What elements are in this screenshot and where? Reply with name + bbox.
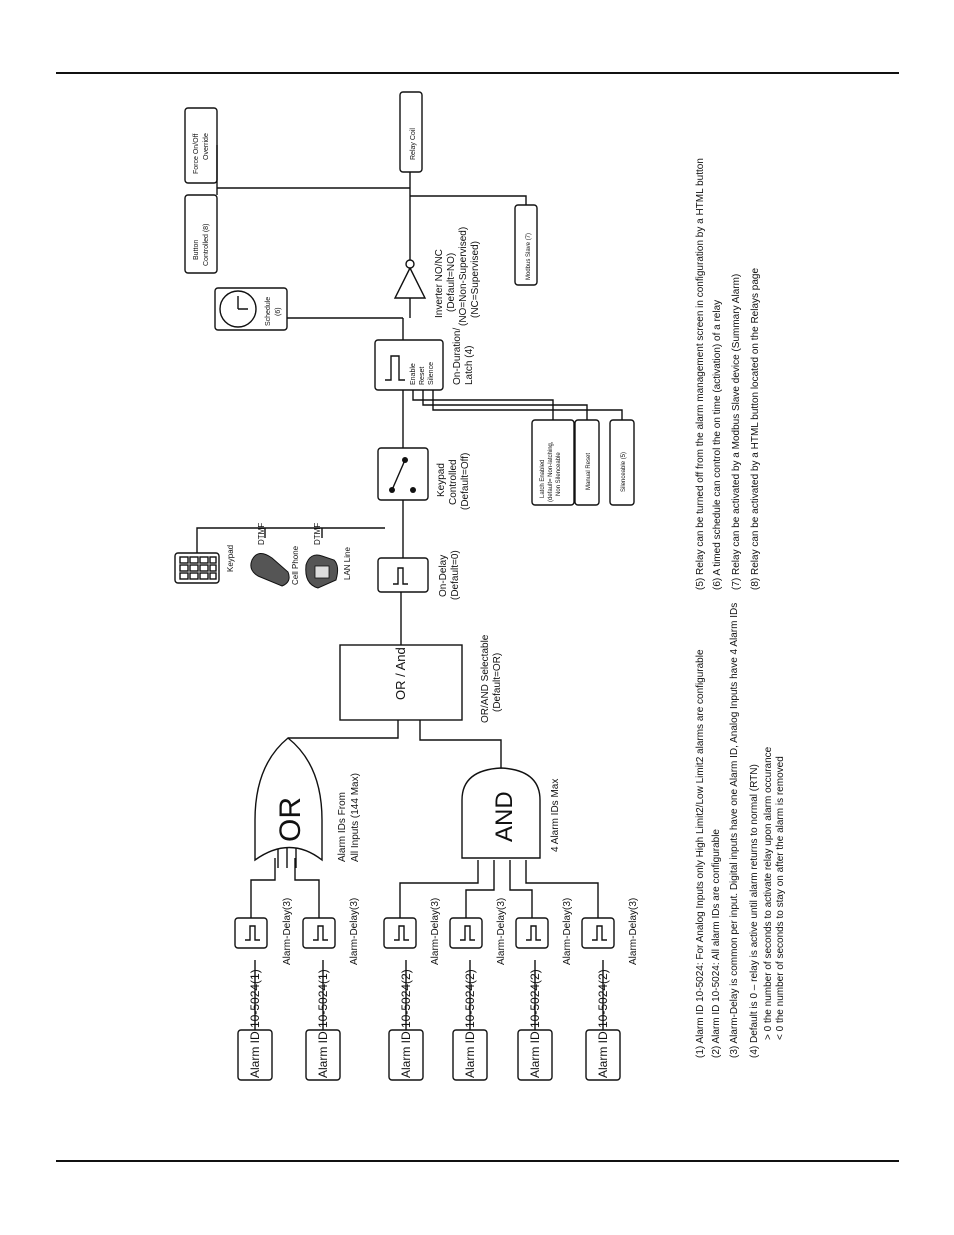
relay-coil: Relay Coil xyxy=(399,91,423,173)
top-rule xyxy=(56,72,899,74)
force-override-line: Override xyxy=(203,133,210,160)
footnote: (5) Relay can be turned off from the ala… xyxy=(695,158,706,590)
latch-option-manual-reset: Manual Reset xyxy=(574,419,600,506)
or-and-selectable-box: OR / And OR/AND Selectable (Default=OR) xyxy=(339,634,503,723)
alarm-delay-2: Alarm-Delay(3) xyxy=(302,898,360,965)
latch-caption-line: Latch (4) xyxy=(464,346,475,385)
latch-option-line: Latch Enabled xyxy=(540,460,546,498)
footnote: (4) Default is 0 – relay is active until… xyxy=(749,764,760,1058)
cell-phone-input: DTMF Cell Phone xyxy=(250,523,300,587)
alarm-delay-label: Alarm-Delay(3) xyxy=(628,898,639,965)
schedule-input: Schedule (6) xyxy=(214,287,288,331)
schedule-label-line: Schedule xyxy=(265,297,272,326)
alarm-delay-6: Alarm-Delay(3) xyxy=(581,898,639,965)
lan-line-input: DTMF LAN Line xyxy=(305,523,352,589)
force-override-input: Force On/Off Override xyxy=(184,107,218,184)
cell-phone-icon xyxy=(250,553,290,587)
latch-line: Reset xyxy=(419,367,426,385)
alarm-delay-label: Alarm-Delay(3) xyxy=(430,898,441,965)
latch-option-line: Silenceable (5) xyxy=(621,452,627,492)
bottom-rule xyxy=(56,1160,899,1162)
footnote: (8) Relay can be activated by a HTML but… xyxy=(750,268,761,590)
inverter-caption-line: (NC=Supervised) xyxy=(470,241,481,318)
or-and-caption-line: OR/AND Selectable xyxy=(480,634,491,723)
latch-option-line: (default= Non-latching, xyxy=(548,441,554,502)
on-delay-box: On-Delay (Default=0) xyxy=(377,550,461,600)
and-gate-label: AND xyxy=(491,791,518,842)
force-override-line: Force On/Off xyxy=(193,134,200,174)
button-controlled-line: Controlled (8) xyxy=(203,224,210,266)
latch-caption-line: On-Duration/ xyxy=(452,328,463,385)
button-controlled-input: Button Controlled (8) xyxy=(184,194,218,274)
inverter-caption-line: Inverter NO/NC xyxy=(434,249,445,318)
latch-option-latch-enabled: Latch Enabled (default= Non-latching, No… xyxy=(531,419,575,506)
alarm-delay-4: Alarm-Delay(3) xyxy=(449,898,507,965)
footnote: > 0 the number of seconds to activate re… xyxy=(763,746,774,1040)
dtmf-label: DTMF xyxy=(257,523,266,545)
inverter-caption-line: (NO=Non-Supervised) xyxy=(458,227,469,326)
alarm-delay-label: Alarm-Delay(3) xyxy=(562,898,573,965)
relay-coil-label: Relay Coil xyxy=(410,128,417,160)
on-delay-caption-line: (Default=0) xyxy=(450,550,461,600)
latch-box: Enable Reset Silence On-Duration/ Latch … xyxy=(374,328,475,391)
footnote: (2) Alarm ID 10-5024: All alarm IDs are … xyxy=(711,829,722,1058)
or-gate-label: OR xyxy=(274,797,307,842)
lan-line-label: LAN Line xyxy=(343,547,352,580)
dtmf-label: DTMF xyxy=(313,523,322,545)
latch-line: Silence xyxy=(428,362,435,385)
alarm-delay-label: Alarm-Delay(3) xyxy=(282,898,293,965)
footnote: (7) Relay can be activated by a Modbus S… xyxy=(731,274,742,590)
inverter-caption-line: (Default=NO) xyxy=(446,253,457,312)
keypad-switch-caption-line: Keypad xyxy=(436,463,447,497)
modbus-slave-input: Modbus Slave (7) xyxy=(514,204,538,286)
and-gate-caption: 4 Alarm IDs Max xyxy=(550,779,561,852)
latch-option-line: Non Silenceable xyxy=(556,452,562,496)
latch-option-line: Manual Reset xyxy=(586,453,592,490)
keypad-icon xyxy=(179,556,217,580)
footnote: < 0 the number of seconds to stay on aft… xyxy=(775,756,786,1040)
cell-phone-label: Cell Phone xyxy=(291,545,300,585)
or-gate-caption-line: All Inputs (144 Max) xyxy=(350,773,361,862)
latch-option-silenceable: Silenceable (5) xyxy=(609,419,635,506)
alarm-delay-5: Alarm-Delay(3) xyxy=(515,898,573,965)
schedule-label-line: (6) xyxy=(275,307,282,316)
and-gate: AND 4 Alarm IDs Max xyxy=(461,767,561,859)
alarm-delay-label: Alarm-Delay(3) xyxy=(496,898,507,965)
keypad-switch-caption-line: Controlled xyxy=(448,459,459,505)
footnotes-right: (5) Relay can be turned off from the ala… xyxy=(695,158,761,590)
alarm-delay-label: Alarm-Delay(3) xyxy=(349,898,360,965)
footnote: (3) Alarm-Delay is common per input. Dig… xyxy=(729,603,740,1058)
or-and-caption-line: (Default=OR) xyxy=(492,653,503,712)
footnote: (1) Alarm ID 10-5024: For Analog Inputs … xyxy=(695,649,706,1058)
latch-line: Enable xyxy=(410,363,417,385)
or-and-label: OR / And xyxy=(393,647,408,700)
footnotes-left: (1) Alarm ID 10-5024: For Analog Inputs … xyxy=(695,603,786,1058)
alarm-delay-1: Alarm-Delay(3) xyxy=(234,898,293,965)
button-controlled-line: Button xyxy=(193,240,200,260)
or-gate: OR Alarm IDs From All Inputs (144 Max) xyxy=(254,737,361,862)
keypad-label: Keypad xyxy=(226,545,235,572)
alarm-delay-3: Alarm-Delay(3) xyxy=(383,898,441,965)
keypad-switch-caption-line: (Default=Off) xyxy=(460,453,471,510)
or-gate-caption-line: Alarm IDs From xyxy=(337,792,348,862)
keypad-input: Keypad xyxy=(174,545,235,584)
inverter: Inverter NO/NC (Default=NO) (NO=Non-Supe… xyxy=(393,227,481,326)
footnote: (6) A timed schedule can control the on … xyxy=(712,300,723,590)
modbus-slave-label: Modbus Slave (7) xyxy=(526,233,532,280)
on-delay-caption-line: On-Delay xyxy=(438,555,449,597)
keypad-switch: Keypad Controlled (Default=Off) xyxy=(377,447,471,510)
